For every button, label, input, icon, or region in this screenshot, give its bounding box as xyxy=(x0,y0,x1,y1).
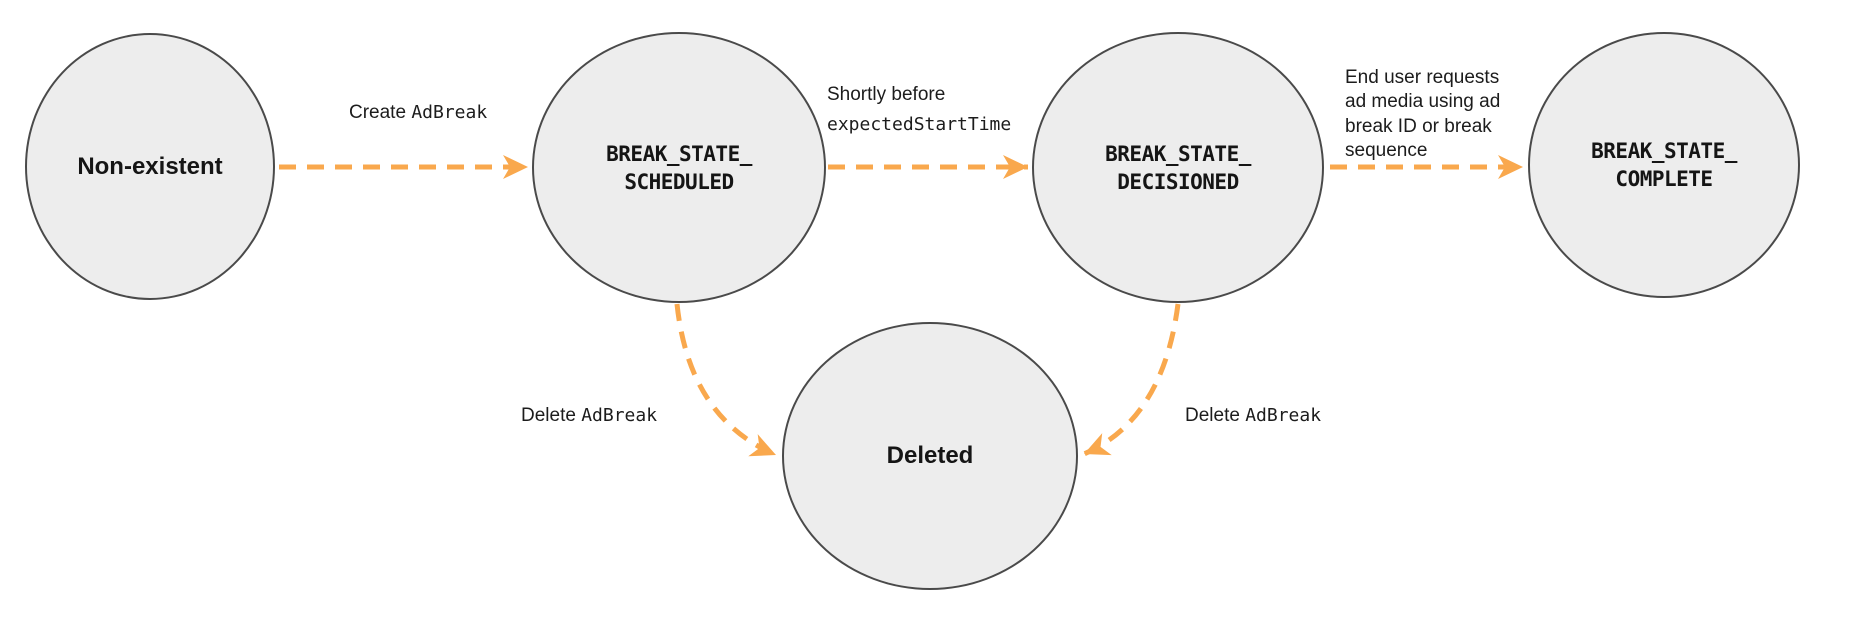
state-node-non-existent: Non-existent xyxy=(25,33,275,300)
state-node-break-state-complete: BREAK_STATE_ COMPLETE xyxy=(1528,32,1800,298)
state-node-label: BREAK_STATE_ COMPLETE xyxy=(1591,139,1737,191)
state-node-label: BREAK_STATE_ DECISIONED xyxy=(1105,141,1251,194)
edge-label-text: Create xyxy=(349,102,412,123)
state-node-break-state-decisioned: BREAK_STATE_ DECISIONED xyxy=(1032,32,1324,303)
edge-label-create-adbreak: Create AdBreak xyxy=(349,100,487,125)
edge-label-code: AdBreak xyxy=(581,405,658,426)
edge-label-text: Delete xyxy=(521,405,582,426)
edge-label-code: AdBreak xyxy=(411,102,488,123)
edge-label-text: Delete xyxy=(1185,405,1246,426)
state-node-label: Non-existent xyxy=(77,152,223,180)
edge-label-code: AdBreak xyxy=(1245,405,1322,426)
edge-label-text: End user requests ad media using ad brea… xyxy=(1345,66,1501,162)
state-node-break-state-scheduled: BREAK_STATE_ SCHEDULED xyxy=(532,32,826,303)
state-node-label: BREAK_STATE_ SCHEDULED xyxy=(606,141,752,194)
state-node-deleted: Deleted xyxy=(782,322,1078,590)
edge-label-delete-adbreak-right: Delete AdBreak xyxy=(1185,403,1321,428)
edge-label-delete-adbreak-left: Delete AdBreak xyxy=(521,403,657,428)
arrow-delete-adbreak-from-decisioned xyxy=(1083,303,1181,457)
edge-label-end-user-requests: End user requests ad media using ad brea… xyxy=(1345,41,1500,164)
arrow-delete-adbreak-from-scheduled xyxy=(674,303,777,458)
edge-label-code: expectedStartTime xyxy=(827,114,1012,135)
edge-label-shortly-before: Shortly before expectedStartTime xyxy=(827,80,1011,140)
edge-label-text: Shortly before xyxy=(827,84,946,105)
state-node-label: Deleted xyxy=(886,442,974,469)
